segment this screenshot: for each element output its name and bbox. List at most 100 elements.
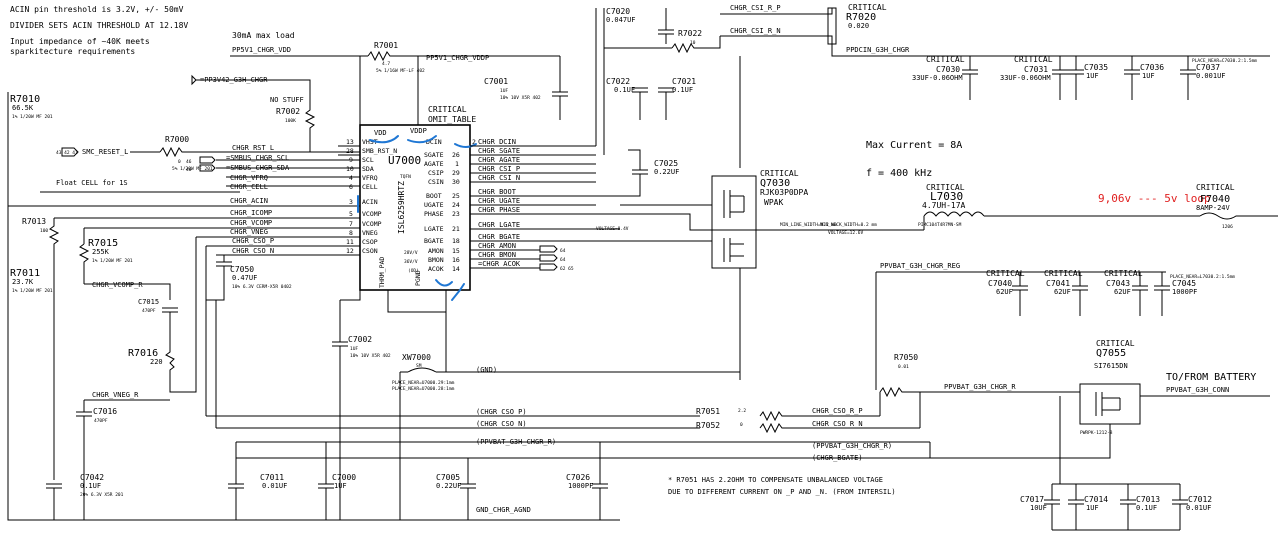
svg-text:4: 4 (349, 174, 353, 182)
c7001-val: 1UF (500, 88, 508, 94)
net-scl: =SMBUS_CHGR_SCL (226, 154, 289, 162)
monitor-offpage-flags (539, 245, 558, 271)
c7015-body (162, 307, 178, 340)
svg-text:15: 15 (452, 247, 460, 255)
svg-text:PHASE: PHASE (424, 210, 444, 218)
svg-text:28V/V: 28V/V (404, 250, 418, 256)
r7022-body (604, 36, 721, 54)
net-agate: CHGR_AGATE (478, 156, 520, 164)
net-bgate-par: (CHGR_BGATE) (812, 454, 863, 462)
ic-pin-thrm: THRM_PAD (378, 257, 386, 288)
svg-text:28: 28 (346, 147, 354, 155)
u7000-body (359, 124, 471, 291)
handwritten-dcin-mark (454, 143, 477, 148)
c7005-body (460, 458, 476, 520)
svg-text:C7013: C7013 (1136, 495, 1160, 504)
c7020-body (658, 8, 674, 44)
svg-text:CSIP: CSIP (428, 169, 444, 177)
svg-text:23: 23 (452, 210, 460, 218)
net-pp3v42: =PP3V42_G3H_CHGR (200, 76, 268, 84)
c7025-ref: C7025 (654, 159, 678, 168)
svg-text:0.1UF: 0.1UF (1136, 504, 1157, 512)
net-acin: CHGR_ACIN (230, 197, 268, 205)
net-cso-p-par: (CHGR_CSO_P) (476, 408, 527, 416)
svg-text:1UF: 1UF (1086, 504, 1099, 512)
c7022-val: 0.1UF (614, 86, 635, 94)
net-cso-r-n: CHGR_CSO_R_N (812, 420, 863, 428)
handwritten-vdd-mark (369, 135, 399, 144)
r7052-body (759, 422, 920, 434)
svg-text:CRITICAL: CRITICAL (1044, 269, 1083, 278)
xw7000-ref: XW7000 (402, 353, 431, 362)
r7020-val: 0.020 (848, 22, 869, 30)
svg-text:64: 64 (560, 257, 566, 263)
ic-ref: U7000 (388, 154, 421, 167)
note-loop: 9,06v --- 5v loop (1098, 192, 1211, 205)
r7010-spec: 1% 1/20W MF 201 (12, 114, 53, 120)
net-phase: CHGR_PHASE (478, 206, 520, 214)
output-caps: CRITICAL C7040 62UF CRITICAL C7041 62UF … (986, 269, 1235, 316)
c7001-ref: C7001 (484, 77, 508, 86)
smc-refs: 43 42 41 (56, 150, 78, 156)
r7016-ref: R7016 (128, 348, 158, 359)
svg-text:CSOP: CSOP (362, 238, 378, 246)
svg-text:62UF: 62UF (996, 288, 1013, 296)
svg-text:SCL: SCL (362, 156, 374, 164)
r7013-val: 100 (40, 228, 48, 234)
r7001-val: 4.7 (382, 61, 390, 67)
q7030-ref: Q7030 (760, 178, 790, 189)
svg-text:CRITICAL: CRITICAL (926, 55, 965, 64)
r7051-ref: R7051 (696, 407, 720, 416)
r7001-body (367, 50, 560, 62)
svg-text:C7014: C7014 (1084, 495, 1108, 504)
r7002-ref: R7002 (276, 107, 300, 116)
net-vfrq: CHGR_VFRQ (230, 174, 268, 182)
note-max-current: Max Current = 8A (866, 140, 962, 151)
svg-text:5: 5 (349, 210, 353, 218)
net-ppvbat-reg: PPVBAT_G3H_CHGR_REG (880, 262, 960, 270)
c7002-spec: 10% 10V X5R 402 (350, 353, 391, 359)
q7055-val: SI7615DN (1094, 362, 1128, 370)
net-gnd: (GND) (476, 366, 497, 374)
c7002-body (332, 341, 348, 520)
c7000-val: 1UF (334, 482, 347, 490)
svg-text:C7036: C7036 (1140, 63, 1164, 72)
svg-text:BOOT: BOOT (426, 192, 442, 200)
r7000-spec: 5% 1/20W MF 201 (172, 166, 213, 172)
svg-text:AMON: AMON (428, 247, 444, 255)
net-cso-n: CHGR_CSO_N (232, 247, 274, 255)
f7040-spec: 1206 (1222, 224, 1233, 230)
svg-text:VCOMP: VCOMP (362, 220, 382, 228)
c7020-val: 0.047UF (606, 16, 636, 24)
svg-text:UGATE: UGATE (424, 201, 444, 209)
net-pp5v1-vdd: PP5V1_CHGR_VDD (232, 46, 291, 54)
svg-text:24: 24 (452, 201, 460, 209)
svg-text:0.001UF: 0.001UF (1196, 72, 1226, 80)
ic-pkg: TQFN (400, 174, 411, 180)
note-max-load: 30mA max load (232, 31, 295, 40)
svg-text:PLACE_NEAR=C7030.2:1.5mm: PLACE_NEAR=C7030.2:1.5mm (1192, 58, 1257, 64)
svg-text:3: 3 (349, 198, 353, 206)
net-ppvbat-r: PPVBAT_G3H_CHGR_R (944, 383, 1016, 391)
svg-text:26: 26 (452, 151, 460, 159)
c7011-body (228, 442, 244, 520)
svg-text:25: 25 (452, 192, 460, 200)
svg-text:C7012: C7012 (1188, 495, 1212, 504)
c7050-ref: C7050 (230, 265, 254, 274)
net-lgate: CHGR_LGATE (478, 221, 520, 229)
svg-text:CELL: CELL (362, 183, 378, 191)
r7013-ref: R7013 (22, 217, 46, 226)
l7030-val: 4.7UH-17A (922, 201, 966, 210)
net-gnd-agnd: GND_CHGR_AGND (476, 506, 531, 514)
q7030-body (711, 175, 757, 269)
svg-text:1UF: 1UF (1142, 72, 1155, 80)
note-divider: DIVIDER SETS ACIN THRESHOLD AT 12.18V (10, 21, 188, 30)
svg-text:CRITICAL: CRITICAL (986, 269, 1025, 278)
net-csi-n: CHGR_CSI_N (478, 174, 520, 182)
svg-text:9: 9 (349, 156, 353, 164)
q7055-ref: Q7055 (1096, 348, 1126, 359)
net-bgate: CHGR_BGATE (478, 233, 520, 241)
note-r7051-2: DUE TO DIFFERENT CURRENT ON _P AND _N. (… (668, 488, 896, 496)
c7022-body (632, 87, 648, 120)
